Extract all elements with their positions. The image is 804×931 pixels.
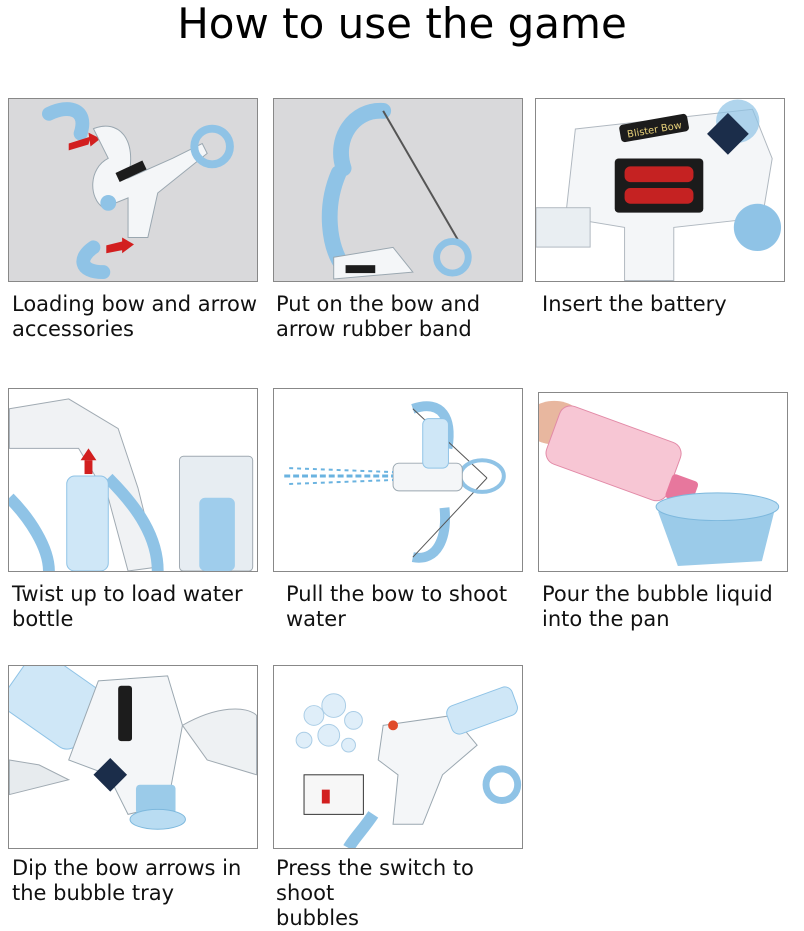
step-7-caption: Dip the bow arrows in the bubble tray xyxy=(12,856,262,906)
caption-line-2: arrow rubber band xyxy=(276,317,472,341)
step-2-image xyxy=(273,98,523,282)
step-5-image xyxy=(273,388,523,572)
red-arrow-icon xyxy=(68,136,91,151)
caption-line-1: Twist up to load water xyxy=(12,582,243,606)
caption-line-1: Dip the bow arrows in xyxy=(12,856,242,880)
step-3-caption: Insert the battery xyxy=(542,292,792,317)
caption-line-2: the bubble tray xyxy=(12,881,175,905)
caption-line-2: accessories xyxy=(12,317,134,341)
bow-assembly-illustration xyxy=(41,102,234,280)
caption-line-1: Loading bow and arrow xyxy=(12,292,258,316)
bow-string-illustration xyxy=(321,102,472,280)
step-3-image: Blister Bow xyxy=(535,98,785,282)
caption-line-1: Insert the battery xyxy=(542,292,727,316)
caption-line-2: bottle xyxy=(12,607,74,631)
step-2-caption: Put on the bow and arrow rubber band xyxy=(276,292,526,342)
step-7-image xyxy=(8,665,258,849)
caption-line-2: water xyxy=(286,607,346,631)
dip-bubble-tray-illustration xyxy=(9,666,257,830)
caption-line-2: into the pan xyxy=(542,607,670,631)
step-8-image xyxy=(273,665,523,849)
step-4-image xyxy=(8,388,258,572)
step-6-image xyxy=(538,392,788,572)
step-4-caption: Twist up to load water bottle xyxy=(12,582,262,632)
caption-line-1: Put on the bow and xyxy=(276,292,481,316)
water-bottle-load-illustration xyxy=(9,398,254,571)
caption-line-1: Press the switch to shoot xyxy=(276,856,474,905)
page-title: How to use the game xyxy=(177,0,627,48)
switch-light-icon xyxy=(388,720,398,731)
shoot-water-illustration xyxy=(284,401,506,563)
battery-compartment-illustration: Blister Bow xyxy=(536,99,782,281)
caption-line-1: Pour the bubble liquid xyxy=(542,582,773,606)
pour-liquid-illustration xyxy=(539,400,780,567)
step-1-caption: Loading bow and arrow accessories xyxy=(12,292,262,342)
step-1-image xyxy=(8,98,258,282)
step-6-caption: Pour the bubble liquid into the pan xyxy=(542,582,792,632)
shoot-bubbles-illustration xyxy=(295,686,522,848)
red-arrow-icon xyxy=(80,448,97,461)
step-5-caption: Pull the bow to shoot water xyxy=(286,582,536,632)
caption-line-1: Pull the bow to shoot xyxy=(286,582,508,606)
step-8-caption: Press the switch to shoot bubbles xyxy=(276,856,526,931)
